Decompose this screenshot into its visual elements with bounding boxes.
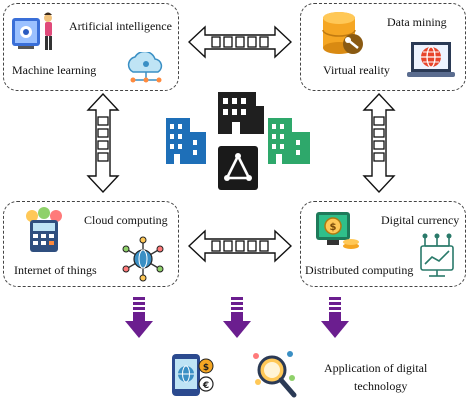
svg-text:$: $ [203,363,209,373]
box-datamining-vr: Data mining Virtual reality [300,3,466,91]
label-distributed-computing: Distributed computing [305,263,414,277]
globe-laptop-icon [407,42,455,77]
label-application-line2: technology [354,379,408,393]
label-digital-currency: Digital currency [381,213,460,227]
label-cloud-computing: Cloud computing [84,213,168,227]
double-arrow-bottom [188,229,292,263]
box-currency-distributed: Digital currency Distributed computing $ [300,201,466,287]
box-ai-ml: Artificial intelligence Machine learning [3,3,179,91]
label-virtual-reality: Virtual reality [323,63,390,77]
ai-person-icon [12,12,52,50]
svg-text:€: € [202,381,209,391]
mobile-banking-icon: $ € [172,354,214,396]
box-cloud-iot: Cloud computing Internet of things [3,201,179,287]
distributed-chart-icon [420,233,454,277]
label-application-line1: Application of digital [324,361,428,375]
double-arrow-top [188,25,292,59]
label-artificial-intelligence: Artificial intelligence [69,19,172,33]
double-arrow-left [86,93,120,193]
central-buildings-icon [166,92,310,190]
database-icon [322,12,363,54]
double-arrow-right [362,93,396,193]
calculator-icon [26,207,62,252]
search-analytics-icon [253,351,297,398]
digital-coin-icon: $ [316,212,359,249]
label-machine-learning: Machine learning [12,63,97,77]
down-arrow-2 [223,297,251,338]
down-arrow-1 [125,297,153,338]
cloud-network-icon [127,52,163,83]
svg-text:$: $ [330,222,337,233]
iot-network-icon [122,236,164,282]
down-arrow-3 [321,297,349,338]
label-internet-of-things: Internet of things [14,263,97,277]
label-data-mining: Data mining [387,15,447,29]
